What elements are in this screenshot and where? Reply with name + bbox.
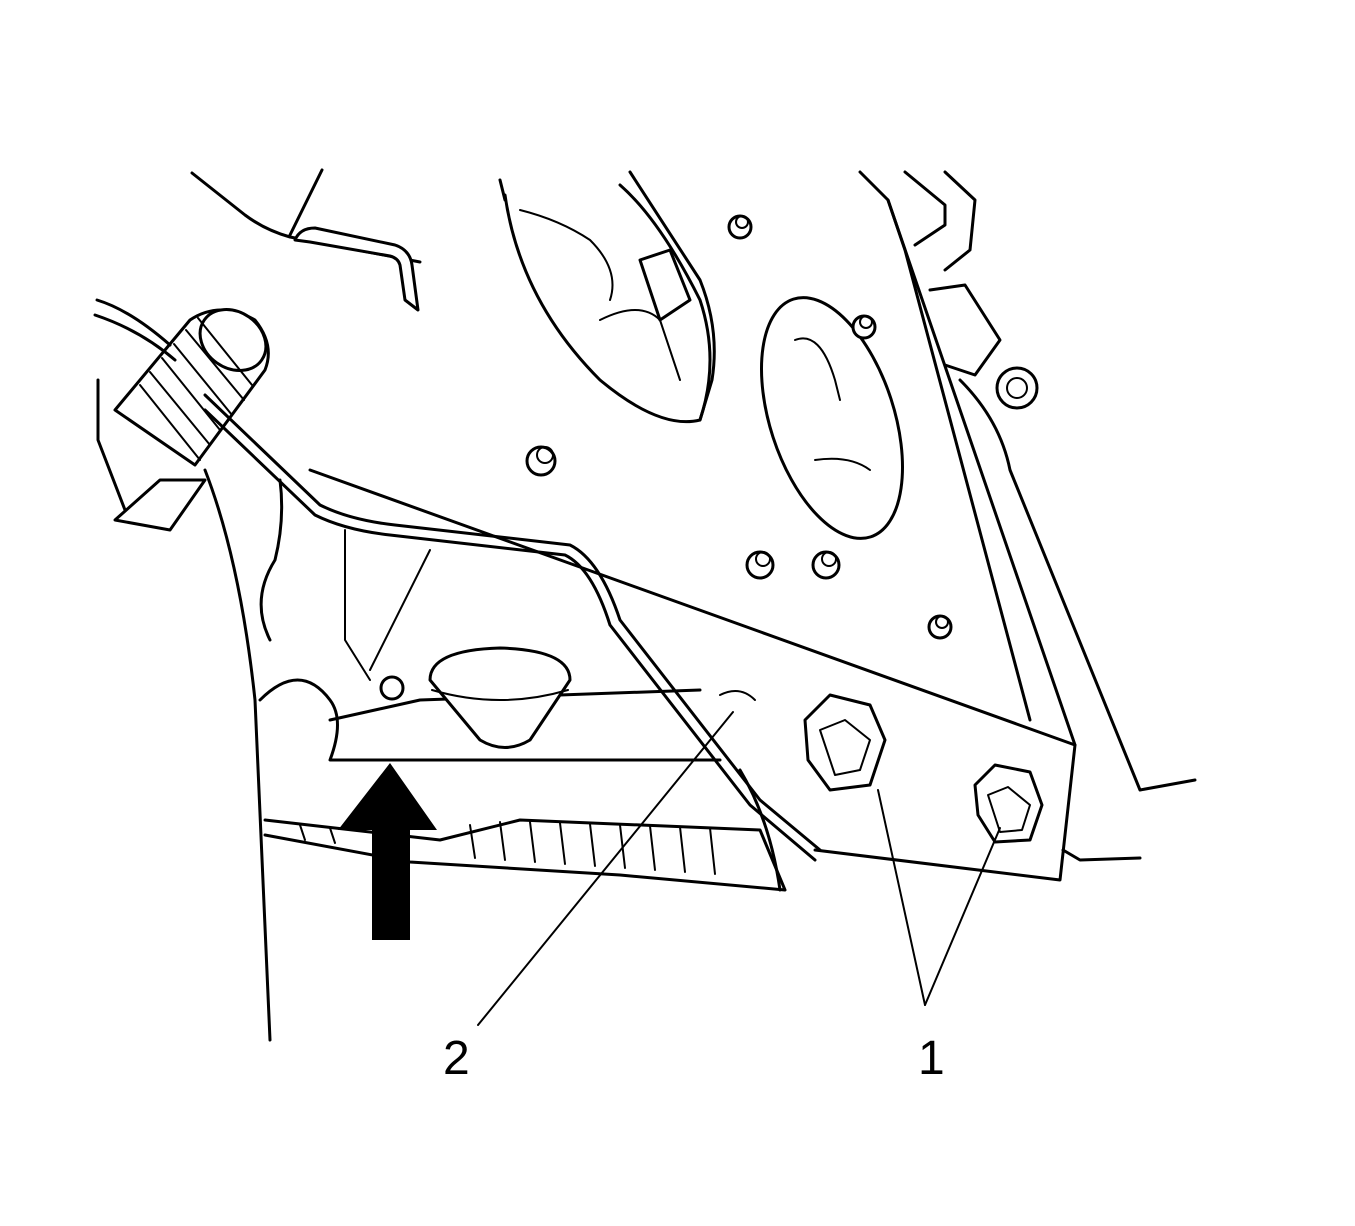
oval-disc — [760, 296, 904, 540]
stud-nuts — [525, 214, 1039, 640]
callout-label-1: 1 — [918, 1032, 945, 1085]
flange-bolts — [803, 693, 1044, 844]
slot-opening — [293, 226, 420, 312]
corrugated-boot — [113, 308, 270, 532]
up-arrow-icon — [338, 763, 437, 940]
frame-rail-edge — [203, 468, 272, 1042]
callout-label-2: 2 — [443, 1032, 470, 1085]
brake-line — [203, 393, 822, 852]
leader-line-1b — [924, 827, 1001, 1006]
plate-opening — [503, 183, 712, 424]
leader-line-1a — [877, 789, 926, 1006]
rubber-bumper — [428, 646, 572, 749]
leader-line-2 — [477, 711, 734, 1026]
small-fastener — [379, 675, 405, 701]
body-panel-edge — [190, 171, 422, 264]
mounting-plate-edge — [813, 198, 1077, 882]
